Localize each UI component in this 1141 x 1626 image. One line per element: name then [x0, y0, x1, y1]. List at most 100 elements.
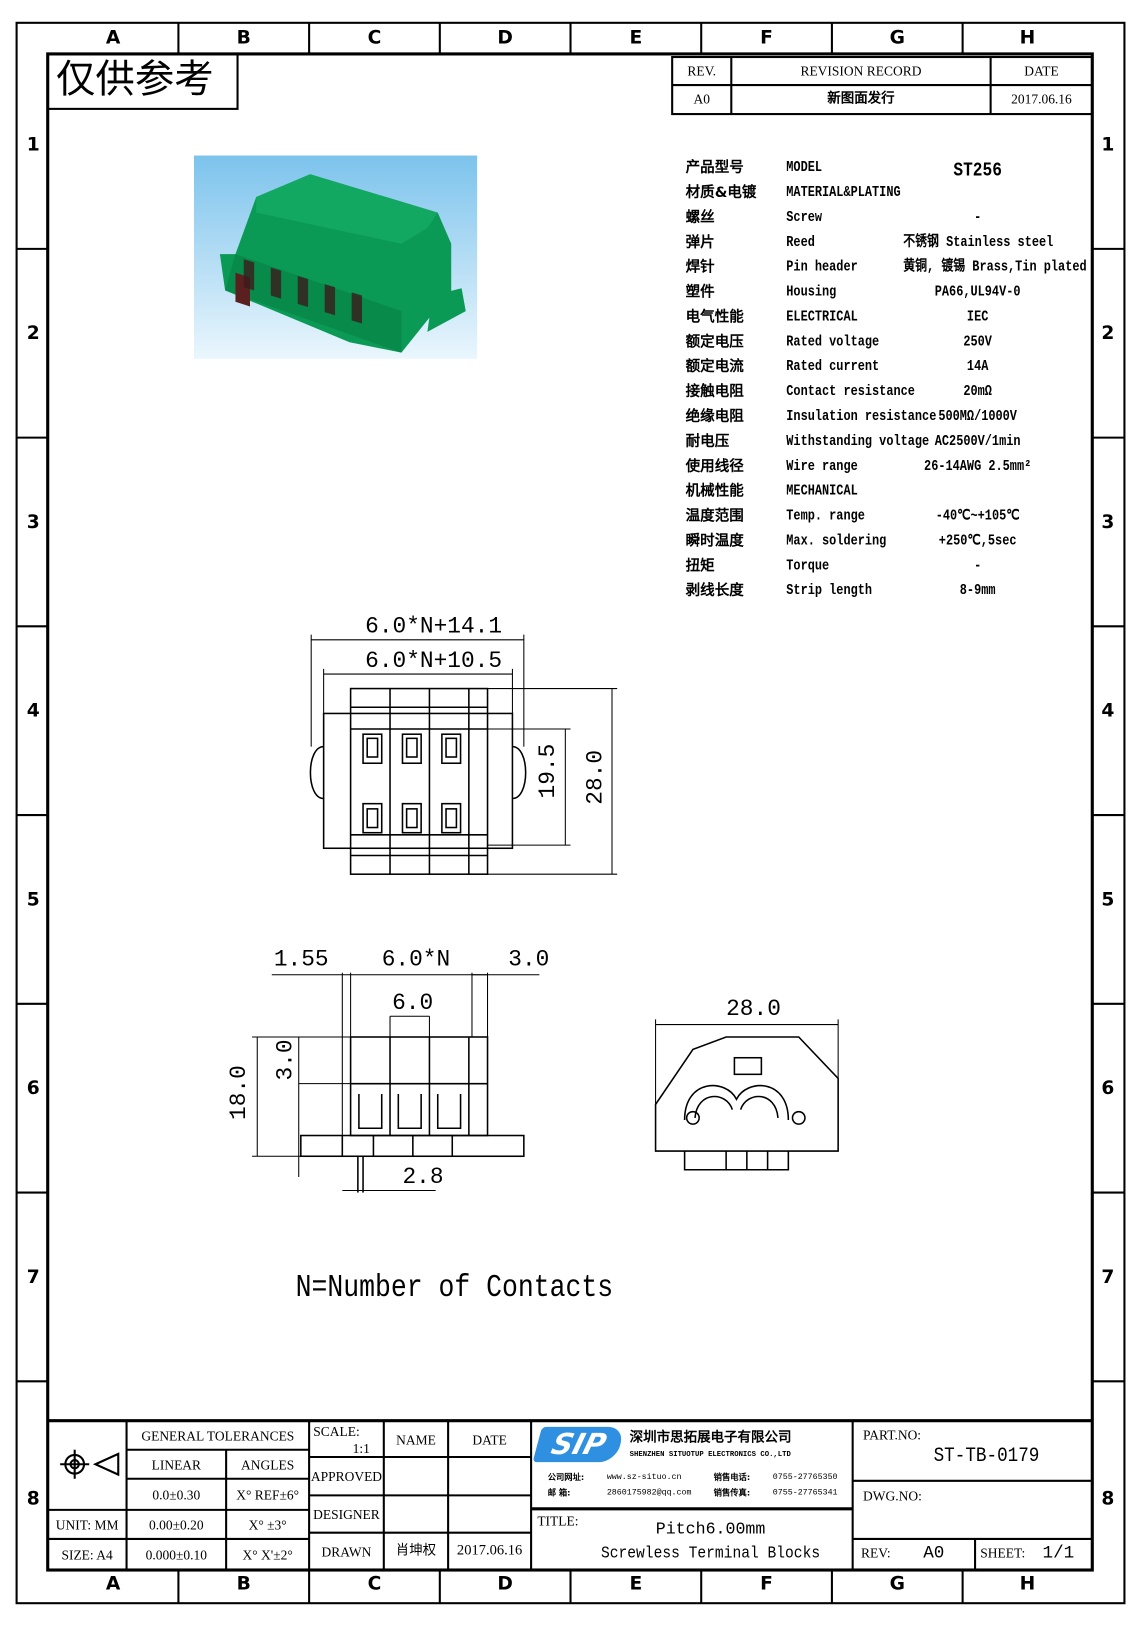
spec-label-en: Temp. range — [786, 508, 865, 525]
spec-label-zh: 机械性能 — [685, 483, 744, 500]
dwg-no-label: DWG.NO: — [863, 1488, 922, 1504]
spec-value: +250℃,5sec — [938, 533, 1017, 550]
spec-label-en: Withstanding voltage — [786, 433, 930, 451]
linear-tol-2: 0.00±0.20 — [149, 1517, 204, 1533]
grid-row-3-left: 3 — [26, 511, 40, 534]
spec-label-en: Rated voltage — [786, 333, 880, 351]
revision-description: 新图面发行 — [827, 91, 895, 107]
spec-label-zh: 产品型号 — [685, 159, 744, 177]
spec-label-zh: 使用线径 — [685, 458, 744, 475]
spec-label-en: MODEL — [786, 159, 823, 177]
spec-label-en: ELECTRICAL — [786, 309, 858, 326]
grid-col-d-bottom: D — [497, 1573, 513, 1595]
fax-label: 销售传真: — [713, 1488, 751, 1498]
spec-value: 500MΩ/1000V — [938, 408, 1017, 426]
spec-label-en: Reed — [786, 234, 815, 251]
contacts-note: N=Number of Contacts — [295, 1271, 614, 1307]
spec-label-zh: 焊针 — [685, 259, 715, 276]
grid-row-8-right: 8 — [1101, 1488, 1115, 1510]
title-line-1: Pitch6.00mm — [655, 1520, 766, 1539]
grid-row-6-left: 6 — [26, 1077, 40, 1100]
spec-label-en: Pin header — [786, 259, 858, 276]
dim-end-width: 28.0 — [726, 996, 781, 1023]
spec-value: PA66,UL94V-0 — [934, 284, 1021, 301]
grid-row-1-left: 1 — [26, 133, 40, 156]
grid-row-7-right: 7 — [1101, 1266, 1115, 1288]
company-name-zh: 深圳市思拓展电子有限公司 — [629, 1430, 792, 1446]
spec-label-zh: 瞬时温度 — [685, 533, 744, 550]
spec-label-zh: 剥线长度 — [685, 582, 744, 600]
terminal-block-image — [219, 174, 466, 353]
end-view — [654, 1019, 839, 1171]
spec-label-zh: 接触电阻 — [685, 383, 744, 401]
spec-label-zh: 额定电流 — [685, 358, 744, 376]
spec-label-zh: 额定电压 — [685, 333, 744, 351]
rev-value: A0 — [693, 91, 710, 107]
size-label: SIZE: A4 — [61, 1547, 113, 1563]
dim-side-right: 3.0 — [508, 946, 550, 973]
grid-row-1-right: 1 — [1101, 133, 1115, 156]
spec-label-en: Wire range — [786, 458, 858, 475]
grid-col-g: G — [889, 26, 905, 49]
spec-label-zh: 弹片 — [685, 234, 715, 251]
grid-col-e-bottom: E — [629, 1573, 643, 1595]
drawn-name: 肖坤权 — [395, 1543, 437, 1559]
spec-value: 不锈钢 Stainless steel — [903, 234, 1054, 251]
grid-col-b-bottom: B — [236, 1573, 251, 1595]
spec-value: 20mΩ — [963, 383, 992, 401]
grid-row-7-left: 7 — [26, 1266, 40, 1288]
dim-side-pin: 2.8 — [402, 1164, 444, 1191]
spec-label-zh: 螺丝 — [685, 209, 715, 227]
grid-col-h-bottom: H — [1019, 1573, 1036, 1595]
grid-row-2-right: 2 — [1101, 322, 1115, 345]
dim-top-body: 6.0*N+10.5 — [365, 648, 503, 675]
dim-side-left: 1.55 — [273, 946, 329, 973]
spec-value: ST256 — [953, 158, 1002, 182]
unit-label: UNIT: MM — [55, 1517, 119, 1533]
top-view — [309, 634, 618, 875]
web-label: 公司网址: — [547, 1472, 585, 1482]
spec-label-en: Contact resistance — [786, 383, 915, 401]
spec-label-en: Housing — [786, 284, 837, 301]
spec-label-zh: 塑件 — [685, 284, 715, 301]
sheet-label: SHEET: — [980, 1545, 1026, 1561]
company-name-en: SHENZHEN SITUOTUP ELECTRONICS CO.,LTD — [629, 1450, 791, 1460]
reference-only-stamp: 仅供参考 — [56, 55, 214, 102]
drawn-label: DRAWN — [321, 1544, 372, 1560]
linear-tol-1: 0.0±0.30 — [152, 1487, 201, 1503]
grid-col-h: H — [1019, 26, 1036, 49]
side-view — [252, 972, 540, 1193]
grid-row-4-left: 4 — [26, 699, 40, 722]
grid-row-8-left: 8 — [26, 1488, 40, 1510]
spec-label-en: Screw — [786, 209, 823, 227]
grid-col-c: C — [367, 26, 382, 49]
spec-label-zh: 绝缘电阻 — [685, 408, 744, 426]
grid-row-6-right: 6 — [1101, 1077, 1115, 1100]
spec-value: 250V — [963, 333, 992, 351]
grid-row-2-left: 2 — [26, 322, 40, 345]
spec-value: AC2500V/1min — [934, 433, 1021, 451]
grid-row-5-left: 5 — [26, 888, 40, 911]
approved-label: APPROVED — [310, 1468, 383, 1484]
mail-label: 邮 箱: — [547, 1488, 571, 1498]
spec-label-en: Rated current — [786, 358, 880, 376]
spec-label-en: Insulation resistance — [786, 408, 937, 426]
date-header-tb: DATE — [472, 1432, 507, 1448]
spec-label-zh: 扭矩 — [685, 557, 715, 575]
spec-value: 8-9mm — [959, 582, 996, 600]
grid-col-c-bottom: C — [367, 1573, 382, 1595]
grid-row-3-right: 3 — [1101, 511, 1115, 534]
spec-label-en: MECHANICAL — [786, 483, 858, 500]
drawn-date: 2017.06.16 — [456, 1543, 523, 1559]
spec-label-en: Torque — [786, 557, 830, 575]
dim-top-h2: 28.0 — [582, 749, 609, 805]
angle-tol-1: X° REF±6° — [236, 1487, 300, 1503]
angles-label: ANGLES — [241, 1456, 295, 1473]
rev-label-tb: REV: — [860, 1545, 891, 1561]
revision-record-header: REVISION RECORD — [800, 63, 922, 79]
dim-side-height: 18.0 — [226, 1065, 253, 1120]
spec-value: - — [974, 209, 982, 227]
dim-side-pitch: 6.0 — [392, 990, 434, 1017]
